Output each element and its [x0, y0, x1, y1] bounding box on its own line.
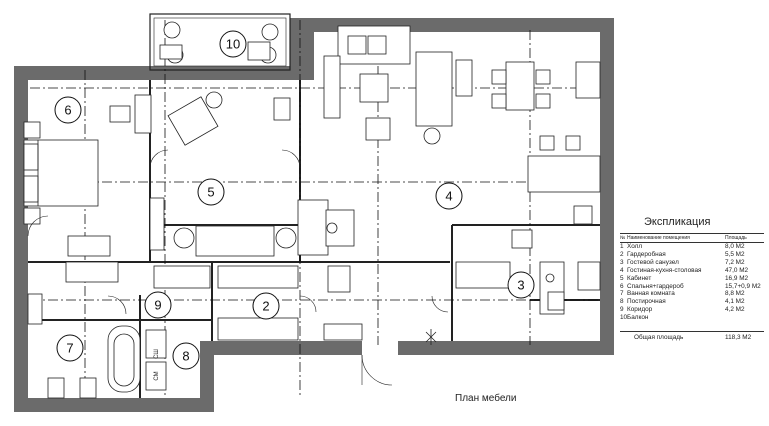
- row-name: Ванная комната: [627, 290, 675, 298]
- row-area: [725, 314, 764, 322]
- row-num: 2: [620, 250, 624, 258]
- legend-title: Экспликация: [644, 216, 711, 228]
- row-name: Спальня+гардероб: [627, 282, 684, 290]
- header-area: Площадь: [725, 235, 747, 241]
- row-name: Холл: [627, 243, 643, 250]
- room-number: 5: [207, 185, 214, 200]
- room-marker-10: 10: [219, 30, 247, 58]
- row-num: 1: [620, 243, 624, 250]
- legend-header: № Наименование помещения Площадь: [620, 233, 764, 243]
- row-area: 5,5 М2: [725, 250, 745, 258]
- row-num: 7: [620, 290, 624, 298]
- row-area: 15,7+0,9 М2: [725, 282, 761, 290]
- room-marker-3: 3: [507, 271, 535, 299]
- row-num: 8: [620, 298, 624, 306]
- dryer-label: СШ: [154, 349, 160, 359]
- washer-label: СМ: [154, 371, 160, 380]
- row-num: 6: [620, 282, 624, 290]
- room-marker-2: 2: [252, 292, 280, 320]
- row-name: Постирочная: [627, 298, 666, 306]
- legend-total: Общая площадь 118,3 М2: [620, 331, 764, 341]
- row-area: 8,8 М2: [725, 290, 745, 298]
- row-num: 5: [620, 274, 624, 282]
- balcony: [149, 13, 291, 71]
- room-marker-7: 7: [56, 334, 84, 362]
- row-name: Гардеробная: [627, 250, 666, 258]
- row-area: 47,0 М2: [725, 266, 749, 274]
- room-number: 9: [154, 298, 161, 313]
- room-marker-5: 5: [197, 178, 225, 206]
- room-number: 3: [517, 278, 524, 293]
- row-area: 4,2 М2: [725, 306, 745, 314]
- room-number: 2: [262, 299, 269, 314]
- exterior-walls: [14, 18, 614, 412]
- legend-table: Экспликация № Наименование помещения Пло…: [620, 216, 764, 341]
- row-name: Балкон: [627, 314, 649, 322]
- room-marker-9: 9: [144, 291, 172, 319]
- row-name: Гостевой санузел: [627, 258, 679, 266]
- row-num: 3: [620, 258, 624, 266]
- plan-caption: План мебели: [455, 393, 517, 404]
- total-label: Общая площадь: [634, 334, 684, 342]
- row-area: 16,9 М2: [725, 274, 749, 282]
- north-marker: [425, 329, 437, 345]
- furniture: [23, 21, 601, 399]
- room-markers: 10 6 5 4 3 2 9 7: [54, 30, 535, 370]
- room-marker-4: 4: [435, 182, 463, 210]
- total-value: 118,3 М2: [725, 334, 752, 342]
- row-name: Гостиная-кухня-столовая: [627, 266, 702, 274]
- row-name: Коридор: [627, 306, 653, 314]
- row-num: 10: [620, 314, 628, 322]
- room-number: 8: [182, 349, 189, 364]
- room-number: 7: [66, 341, 73, 356]
- room-marker-6: 6: [54, 96, 82, 124]
- row-area: 8,0 М2: [725, 243, 745, 250]
- row-area: 4,1 М2: [725, 298, 745, 306]
- room-number: 6: [64, 103, 71, 118]
- row-num: 9: [620, 306, 624, 314]
- header-name: Наименование помещения: [627, 235, 690, 241]
- room-marker-8: 8: [172, 342, 200, 370]
- row-num: 4: [620, 266, 624, 274]
- row-name: Кабинет: [627, 274, 652, 282]
- row-area: 7,2 М2: [725, 258, 745, 266]
- room-number: 10: [226, 37, 240, 52]
- header-num: №: [620, 235, 626, 241]
- room-number: 4: [445, 189, 452, 204]
- doors: [27, 149, 449, 386]
